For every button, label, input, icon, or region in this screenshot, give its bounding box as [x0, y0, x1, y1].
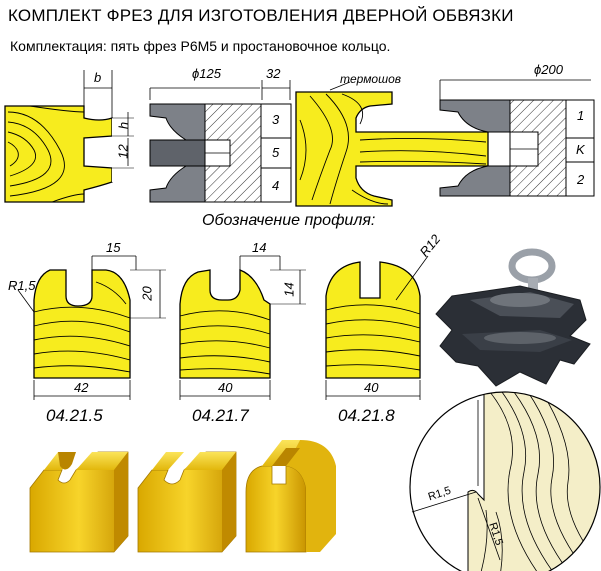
profile-1-width: 42 — [74, 380, 89, 395]
cutter-photo — [435, 248, 591, 387]
cutter-number-3: 3 — [272, 112, 280, 127]
cutter-head-mid — [149, 139, 206, 167]
profile-2-groove: 14 — [252, 240, 267, 255]
dim-d200-label: ϕ200 — [534, 62, 563, 77]
profile-04-21-5 — [17, 255, 166, 400]
block-3d-3 — [245, 440, 336, 553]
profile-1-radius: R1,5 — [8, 278, 36, 293]
thermoseam-callout: термошов — [340, 72, 402, 86]
cutter-k: K — [576, 142, 585, 157]
cutter-number-1: 1 — [577, 108, 585, 123]
dim-32-label: 32 — [266, 66, 281, 81]
top-right-drawing — [295, 79, 595, 207]
dim-h-label: h — [116, 121, 132, 130]
top-left-drawing — [4, 70, 292, 203]
detail-circle — [409, 391, 601, 571]
profile-04-21-7 — [179, 255, 306, 400]
profile-2-height: 14 — [281, 282, 297, 297]
block-3d-2 — [137, 451, 237, 553]
cutter-number-2: 2 — [577, 172, 585, 187]
profile-3-width: 40 — [364, 380, 379, 395]
profile-1-groove: 15 — [106, 240, 121, 255]
cutter-number-5: 5 — [272, 145, 280, 160]
profile-2-code: 04.21.7 — [192, 406, 249, 425]
dim-d125-label: ϕ125 — [192, 66, 221, 81]
stile-wood — [4, 105, 113, 203]
profile-2-width: 40 — [218, 380, 233, 395]
block-3d-1 — [29, 451, 129, 553]
dim-b-label: b — [94, 70, 102, 85]
profile-3-code: 04.21.8 — [338, 406, 395, 425]
stile-grain — [7, 105, 85, 203]
cutter-head-bot — [149, 165, 206, 203]
profile-1-code: 04.21.5 — [46, 406, 103, 425]
rail-grain — [299, 93, 487, 205]
page-subtitle: Комплектация: пять фрез Р6М5 и простанов… — [10, 38, 391, 54]
profiles-heading: Обозначение профиля: — [202, 212, 376, 229]
profile-04-21-8 — [325, 255, 429, 400]
page-title: КОМПЛЕКТ ФРЕЗ ДЛЯ ИЗГОТОВЛЕНИЯ ДВЕРНОЙ О… — [8, 6, 514, 25]
cutter-number-4: 4 — [272, 178, 280, 193]
dim-12-label: 12 — [115, 144, 131, 159]
cutter-head-top — [149, 103, 206, 141]
profile-1-height: 20 — [139, 286, 155, 301]
